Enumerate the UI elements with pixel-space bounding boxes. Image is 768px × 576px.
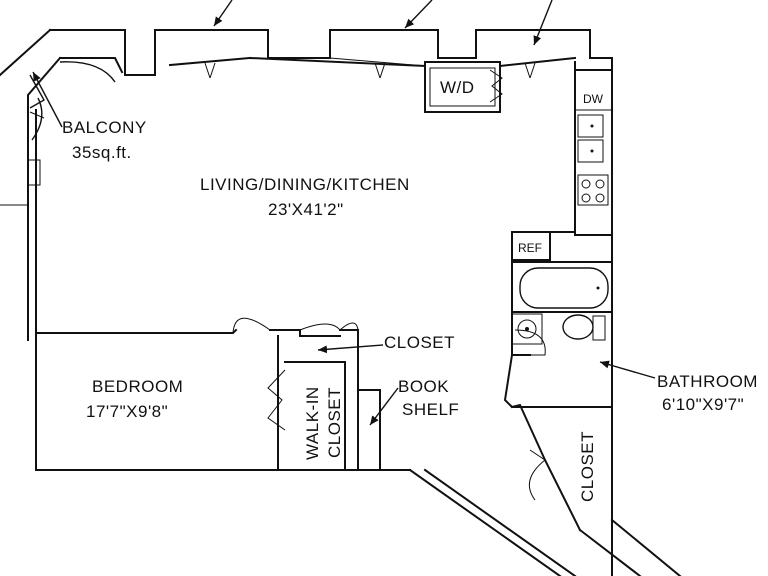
leader-lines xyxy=(32,71,656,426)
bathroom-size: 6'10"X9'7" xyxy=(662,395,744,414)
walkin-label-1: WALK-IN xyxy=(303,386,322,460)
living-label: LIVING/DINING/KITCHEN xyxy=(200,175,410,194)
washer-dryer-label: W/D xyxy=(440,78,475,97)
dishwasher-label: DW xyxy=(583,92,604,106)
bathroom-fixtures xyxy=(503,261,613,408)
right-closet xyxy=(510,403,582,532)
bedroom-size: 17'7"X9'8" xyxy=(86,402,168,421)
window-arrows xyxy=(213,0,553,46)
closet-right-label: CLOSET xyxy=(578,431,597,502)
washer-dryer-closet xyxy=(424,61,503,113)
bookshelf-label-1: BOOK xyxy=(398,377,449,396)
balcony-door xyxy=(29,61,116,141)
kitchen-counter xyxy=(574,69,613,236)
refrigerator xyxy=(511,231,551,261)
bookshelf-label-2: SHELF xyxy=(402,400,459,419)
walkin-label-2: CLOSET xyxy=(325,387,344,458)
closet-top-label: CLOSET xyxy=(384,333,455,352)
window-sashes xyxy=(169,57,576,79)
labels: BALCONY 35sq.ft. LIVING/DINING/KITCHEN 2… xyxy=(62,78,758,502)
living-size: 23'X41'2" xyxy=(268,200,344,219)
bedroom-label: BEDROOM xyxy=(92,377,183,396)
refrigerator-label: REF xyxy=(518,241,542,255)
bedroom-walls xyxy=(35,317,381,471)
balcony-size: 35sq.ft. xyxy=(72,143,132,162)
bathroom-label: BATHROOM xyxy=(657,372,758,391)
balcony-label: BALCONY xyxy=(62,118,147,137)
